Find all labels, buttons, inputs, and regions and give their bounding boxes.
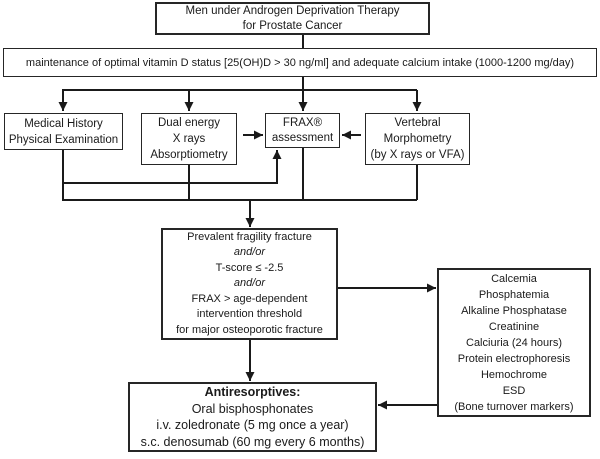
frax-line: FRAX® <box>282 116 323 129</box>
labs-line: ESD <box>502 384 526 397</box>
treatment-line: s.c. denosumab (60 mg every 6 months) <box>140 434 365 449</box>
dxa-line: Dual energy <box>157 117 220 129</box>
treatment-line: i.v. zoledronate (5 mg once a year) <box>156 418 349 432</box>
labs-line: Phosphatemia <box>478 288 550 301</box>
treatment-box: Antiresorptives: Oral bisphosphonates i.… <box>128 382 377 452</box>
dxa-line: X rays <box>172 133 206 145</box>
dxa-box: Dual energy X rays Absorptiometry <box>141 113 237 165</box>
labs-line: Calciuria (24 hours) <box>466 336 562 349</box>
labs-line: Alkaline Phosphatase <box>461 304 567 317</box>
vertebral-line: Morphometry <box>383 133 452 145</box>
connector-medical-to-frax <box>63 150 282 184</box>
labs-box: Calcemia Phosphatemia Alkaline Phosphata… <box>437 268 591 417</box>
medical-history-line: Physical Examination <box>8 133 119 146</box>
criteria-line: and/or <box>233 246 266 259</box>
treatment-line: Oral bisphosphonates <box>191 401 314 416</box>
labs-line: Calcemia <box>491 272 537 285</box>
criteria-line: T-score ≤ -2.5 <box>215 261 284 274</box>
treatment-title: Antiresorptives: <box>204 385 301 399</box>
labs-line: Hemochrome <box>480 368 548 381</box>
criteria-line: intervention threshold <box>196 308 303 321</box>
frax-line: assessment <box>271 131 334 144</box>
labs-line: Protein electrophoresis <box>457 352 571 365</box>
vertebral-line: (by X rays or VFA) <box>370 149 465 161</box>
criteria-line: Prevalent fragility fracture <box>187 231 312 244</box>
vertebral-box: Vertebral Morphometry (by X rays or VFA) <box>365 113 470 165</box>
baseline-text: maintenance of optimal vitamin D status … <box>25 56 575 69</box>
baseline-box: maintenance of optimal vitamin D status … <box>3 48 597 77</box>
population-line: Men under Androgen Deprivation Therapy <box>185 4 400 17</box>
criteria-line: FRAX > age-dependent <box>191 292 308 305</box>
medical-history-line: Medical History <box>24 117 103 130</box>
medical-history-box: Medical History Physical Examination <box>4 113 123 150</box>
dxa-line: Absorptiometry <box>150 149 228 161</box>
criteria-box: Prevalent fragility fracture and/or T-sc… <box>161 228 338 340</box>
vertebral-line: Vertebral <box>394 117 441 129</box>
population-line: for Prostate Cancer <box>242 19 343 32</box>
population-box: Men under Androgen Deprivation Therapy f… <box>155 2 430 35</box>
criteria-line: and/or <box>233 277 266 290</box>
labs-line: Creatinine <box>488 320 540 333</box>
labs-line: (Bone turnover markers) <box>454 400 574 413</box>
frax-box: FRAX® assessment <box>265 113 340 148</box>
criteria-line: for major osteoporotic fracture <box>176 323 323 336</box>
